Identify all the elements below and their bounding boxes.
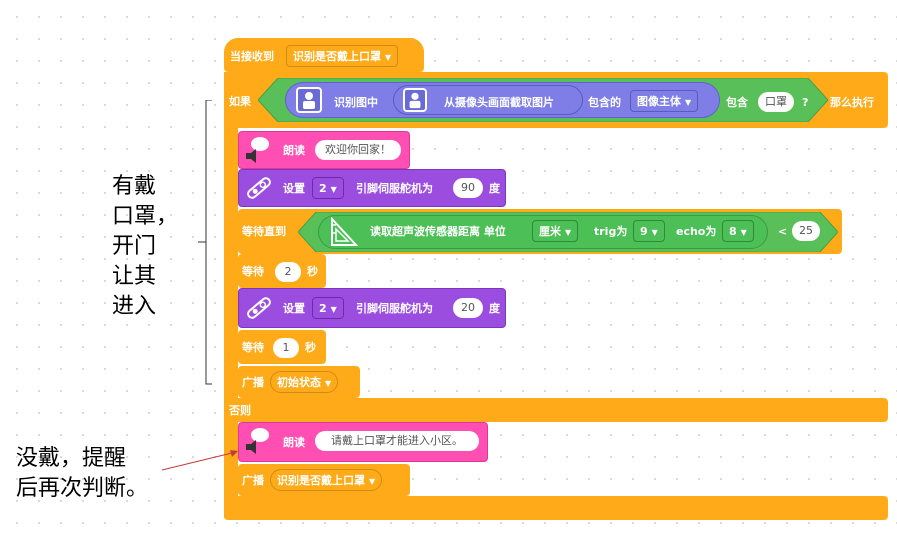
broadcast-label: 广播 <box>242 376 264 389</box>
mask-text-input[interactable]: 口罩 <box>758 92 794 112</box>
servo-svg <box>247 297 271 319</box>
servo-unit-label: 度 <box>489 302 500 315</box>
servo-pin-label: 引脚伺服舵机为 <box>356 302 433 315</box>
annotation-arrow <box>161 450 238 471</box>
servo-set-label: 设置 <box>283 182 305 195</box>
when-receive-label: 当接收到 <box>230 50 274 63</box>
contains-label: 包含 <box>726 96 748 109</box>
chevron-down-icon: ▼ <box>685 98 692 107</box>
trig-pin-dropdown[interactable]: 9▼ <box>633 220 665 242</box>
annotation-mask-on: 有戴 口罩， 开门 让其 进入 <box>112 174 179 319</box>
servo-pin-value: 2 <box>319 302 327 315</box>
broadcast-message-value: 初始状态 <box>277 376 321 389</box>
when-receive-hat-block[interactable]: 当接收到 识别是否戴上口罩 ▼ <box>224 38 424 72</box>
broadcast-message-value: 识别是否戴上口罩 <box>277 474 365 487</box>
annotation-mask-off: 没戴，提醒 后再次判断。 <box>16 446 149 501</box>
speak-label: 朗读 <box>283 436 305 449</box>
servo-pin-value: 2 <box>319 182 327 195</box>
wait-seconds-input[interactable]: 1 <box>273 338 299 358</box>
trig-pin-value: 9 <box>640 225 648 238</box>
wait-label: 等待 <box>242 341 264 354</box>
servo-angle-input[interactable]: 90 <box>453 178 483 198</box>
bracket-path <box>205 100 212 385</box>
servo-svg <box>247 177 271 199</box>
recognize-label: 识别图中 <box>334 96 378 109</box>
arrow-head <box>230 450 238 457</box>
wait-unit-label: 秒 <box>307 265 318 278</box>
speak-text-input[interactable]: 请戴上口罩才能进入小区。 <box>315 431 479 451</box>
chevron-down-icon: ▼ <box>565 228 572 237</box>
chevron-down-icon: ▼ <box>651 228 658 237</box>
servo-angle-input[interactable]: 20 <box>453 298 483 318</box>
distance-unit-value: 厘米 <box>539 225 561 238</box>
chevron-down-icon: ▼ <box>330 305 337 314</box>
camera-person-icon <box>403 88 427 112</box>
servo-unit-label: 度 <box>489 182 500 195</box>
question-label: ? <box>802 96 809 109</box>
echo-pin-value: 8 <box>729 225 737 238</box>
wait-unit-label: 秒 <box>305 341 316 354</box>
person-frame-icon <box>296 87 322 113</box>
servo-icon <box>244 173 274 203</box>
receive-message-text: 识别是否戴上口罩 <box>293 50 381 63</box>
chevron-down-icon: ▼ <box>385 53 392 62</box>
servo-set-label: 设置 <box>283 302 305 315</box>
servo-icon <box>244 293 274 323</box>
camera-person-svg <box>409 92 421 109</box>
servo-pin-dropdown[interactable]: 2▼ <box>312 297 344 319</box>
else-label: 否则 <box>229 404 251 417</box>
broadcast-label: 广播 <box>242 474 264 487</box>
speak-text-input[interactable]: 欢迎你回家！ <box>315 140 401 160</box>
wait-until-label: 等待直到 <box>242 225 286 238</box>
if-label: 如果 <box>229 95 251 108</box>
threshold-input[interactable]: 25 <box>792 221 820 241</box>
ruler-svg <box>331 216 359 246</box>
speak-label: 朗读 <box>283 144 305 157</box>
if-block-footer <box>224 496 888 520</box>
ruler-triangle-icon <box>326 216 360 247</box>
capture-label: 从摄像头画面截取图片 <box>444 96 554 109</box>
wait-seconds-input[interactable]: 2 <box>275 262 301 282</box>
arrow-line <box>161 451 237 471</box>
then-label: 那么执行 <box>830 96 874 109</box>
ultrasonic-read-label: 读取超声波传感器距离 单位 <box>370 225 506 238</box>
distance-unit-dropdown[interactable]: 厘米 ▼ <box>532 220 579 242</box>
servo-pin-label: 引脚伺服舵机为 <box>356 182 433 195</box>
trig-label: trig为 <box>594 225 628 238</box>
echo-label: echo为 <box>676 225 717 238</box>
speaker-bubble-icon <box>244 135 270 165</box>
speaker-svg <box>246 137 269 163</box>
subject-dropdown[interactable]: 图像主体 ▼ <box>630 90 699 112</box>
chevron-down-icon: ▼ <box>330 185 337 194</box>
subject-value: 图像主体 <box>637 95 681 108</box>
receive-message-dropdown[interactable]: 识别是否戴上口罩 ▼ <box>286 45 399 67</box>
else-divider <box>224 398 888 422</box>
compare-operator: < <box>778 225 788 238</box>
speaker-bubble-icon <box>244 426 270 456</box>
echo-pin-dropdown[interactable]: 8▼ <box>722 220 754 242</box>
chevron-down-icon: ▼ <box>740 228 747 237</box>
broadcast-message-dropdown[interactable]: 初始状态 ▼ <box>270 371 339 393</box>
person-svg <box>303 92 315 109</box>
broadcast-message-dropdown[interactable]: 识别是否戴上口罩 ▼ <box>270 469 383 491</box>
contains-of-label: 包含的 <box>588 96 621 109</box>
chevron-down-icon: ▼ <box>325 379 332 388</box>
wait-label: 等待 <box>242 265 264 278</box>
speaker-svg <box>246 428 269 454</box>
servo-pin-dropdown[interactable]: 2▼ <box>312 177 344 199</box>
chevron-down-icon: ▼ <box>369 477 376 486</box>
annotation-bracket <box>198 100 212 385</box>
